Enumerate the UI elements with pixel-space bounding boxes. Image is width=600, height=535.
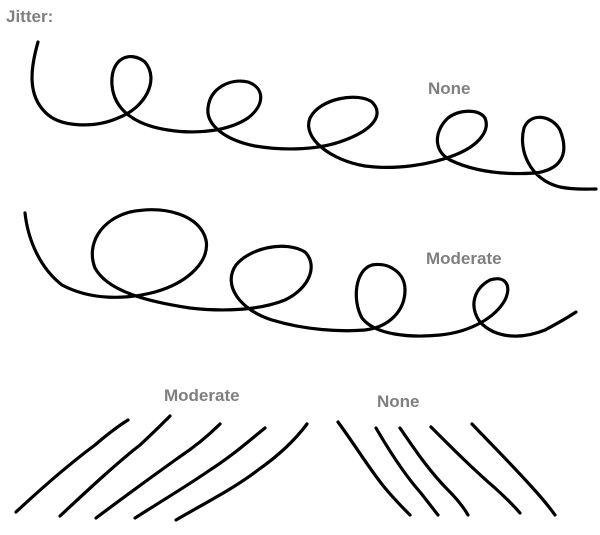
loops-middle-label: Moderate (426, 249, 502, 268)
stroke-right-5 (470, 422, 557, 517)
title-label: Jitter: (6, 7, 54, 26)
stroke-left-1 (14, 418, 130, 514)
stroke-left-4 (133, 426, 267, 520)
strokes-left-label: Moderate (164, 386, 240, 405)
loop-stroke-moderate (23, 208, 578, 338)
strokes-right-label: None (377, 392, 420, 411)
stroke-left-2 (58, 414, 172, 518)
stroke-right-1 (336, 420, 412, 517)
loops-top-label: None (428, 79, 471, 98)
stroke-right-2 (374, 426, 440, 517)
stroke-left-5 (174, 422, 309, 522)
stroke-right-3 (398, 426, 470, 517)
stroke-right-4 (429, 425, 522, 515)
loop-stroke-none (30, 40, 598, 191)
stroke-left-3 (94, 422, 222, 520)
